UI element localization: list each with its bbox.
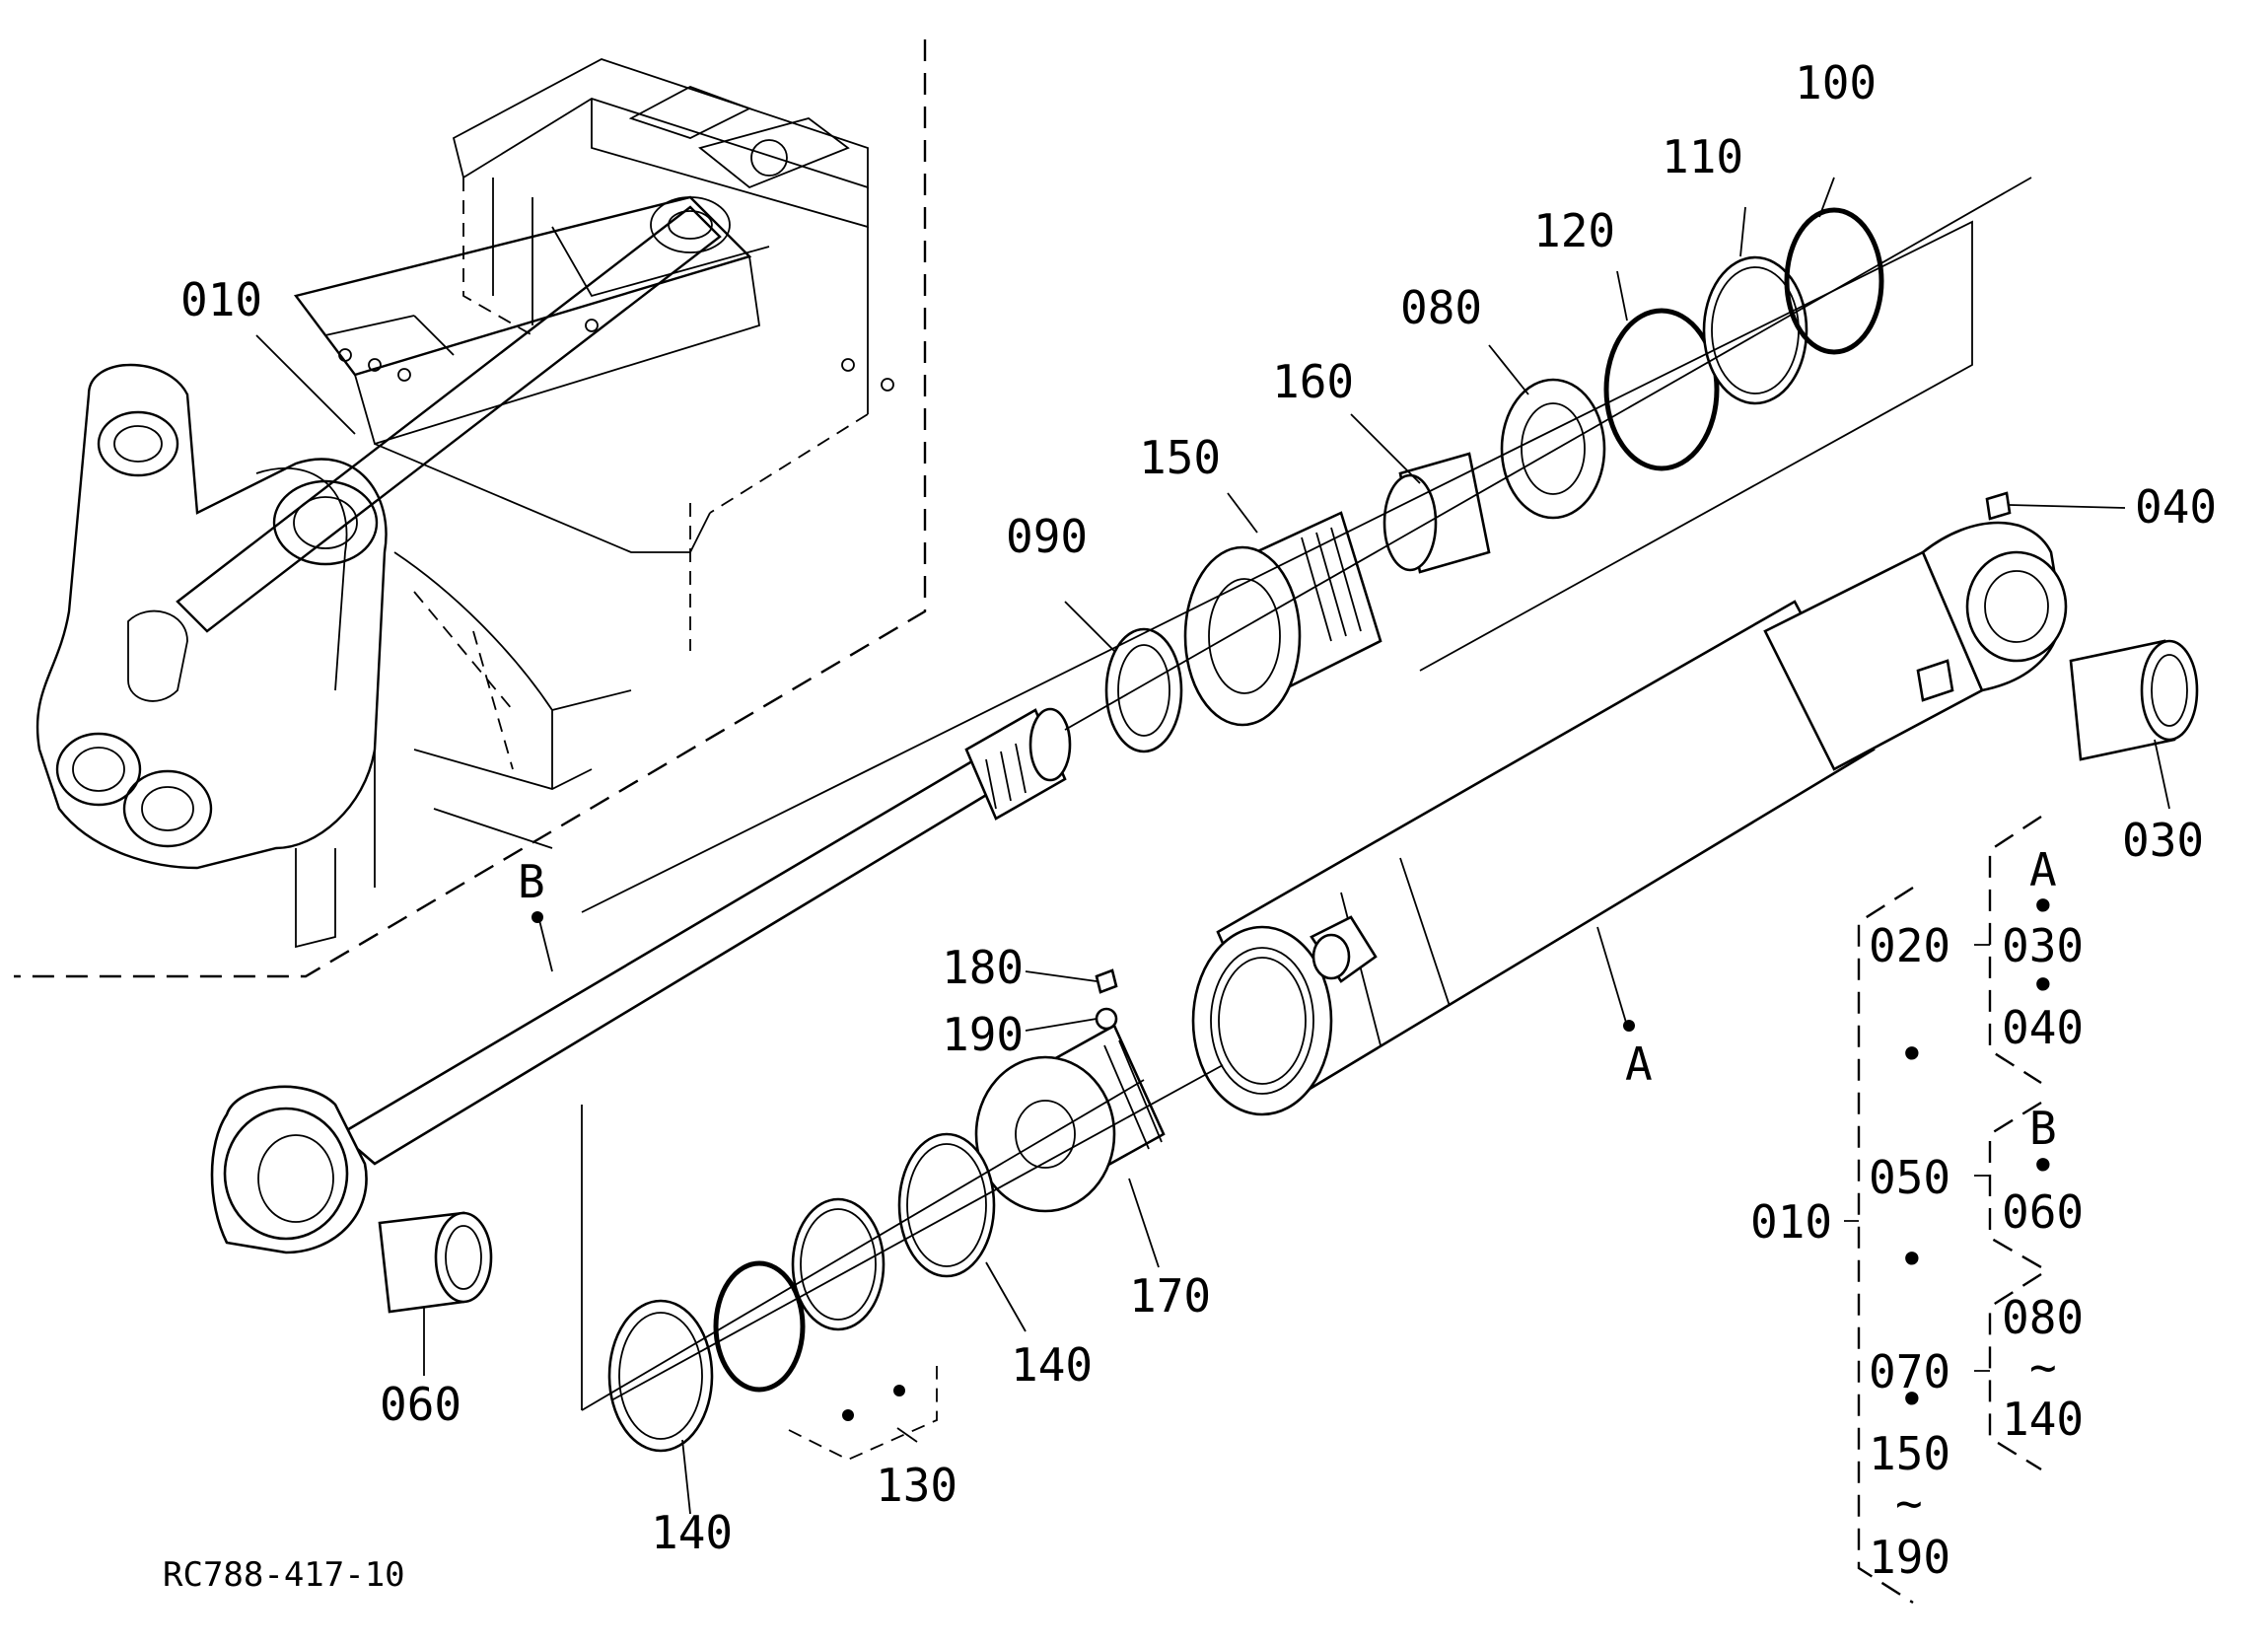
- bushing-030: [2069, 639, 2199, 761]
- backup-ring-130: [791, 1197, 886, 1331]
- callout-140-lower: 140: [651, 1506, 733, 1559]
- piston-170: [974, 1024, 1166, 1213]
- callout-100: 100: [1795, 56, 1877, 109]
- drawing-code: RC788-417-10: [163, 1555, 405, 1595]
- wear-ring-140-upper: [897, 1132, 996, 1278]
- callout-120: 120: [1533, 204, 1615, 257]
- set-screw-180: [1095, 968, 1118, 994]
- steel-ball-190: [1095, 1007, 1118, 1031]
- callout-labels: 010 040 030 060 080 090 100 110 120 150 …: [180, 56, 2217, 1559]
- grease-nipple-040: [1985, 491, 2012, 521]
- bushing-060: [378, 1211, 493, 1314]
- tree-B: B: [2029, 1102, 2057, 1155]
- callout-060: 060: [380, 1378, 461, 1431]
- tree-080: 080: [2002, 1291, 2084, 1344]
- tree-bullet-a2: •: [2029, 959, 2057, 1012]
- callout-170: 170: [1129, 1269, 1211, 1323]
- callout-190: 190: [942, 1008, 1024, 1061]
- swing-bracket: [35, 363, 388, 870]
- tree-140: 140: [2002, 1393, 2084, 1446]
- ref-label-B: B: [518, 855, 545, 908]
- callout-160: 160: [1272, 355, 1354, 408]
- callout-030: 030: [2122, 814, 2204, 867]
- o-ring-100: [1784, 207, 1884, 355]
- tree-B-060: 060: [2002, 1185, 2084, 1239]
- tree-020: 020: [1869, 919, 1950, 972]
- tree-tilde-2: ~: [2029, 1340, 2057, 1394]
- callout-110: 110: [1662, 130, 1743, 183]
- callout-090: 090: [1006, 510, 1088, 563]
- callout-180: 180: [942, 941, 1024, 994]
- wear-ring-140-lower: [607, 1299, 714, 1453]
- tree-190: 190: [1869, 1531, 1950, 1584]
- tree-root-010: 010: [1750, 1195, 1832, 1249]
- tree-tilde-1: ~: [1895, 1476, 1923, 1530]
- ref-label-A: A: [1625, 1038, 1653, 1091]
- assembly-tree: 010 020 • 050 • 070 • 150 ~ 190 A • 030 …: [1750, 815, 2084, 1605]
- callout-040: 040: [2135, 480, 2217, 534]
- bushing-160: [1382, 452, 1491, 574]
- cylinder-head-150: [1183, 511, 1382, 727]
- rod-seal-080: [1500, 378, 1606, 520]
- callout-080: 080: [1400, 281, 1482, 334]
- tree-A-030: 030: [2002, 919, 2084, 972]
- callout-150: 150: [1139, 431, 1221, 484]
- o-ring-130: [713, 1260, 806, 1393]
- cylinder-tube: [1191, 491, 2068, 1116]
- callout-130: 130: [876, 1459, 957, 1512]
- tree-A-040: 040: [2002, 1001, 2084, 1054]
- machine-frame-drawing: [14, 39, 927, 978]
- installed-cylinder: [176, 205, 722, 633]
- tree-bullet-a1: •: [2029, 880, 2057, 933]
- o-ring-120: [1603, 308, 1720, 471]
- frame-boundary-dashed: [14, 39, 927, 978]
- piston-rod: [210, 707, 1072, 1254]
- tree-070: 070: [1869, 1345, 1950, 1398]
- callout-010: 010: [180, 273, 262, 326]
- callout-140-upper: 140: [1011, 1338, 1093, 1392]
- tree-bullet-2: •: [1898, 1233, 1926, 1286]
- tree-bullet-1: •: [1898, 1028, 1926, 1081]
- tree-150: 150: [1869, 1427, 1950, 1480]
- tree-A: A: [2029, 843, 2057, 896]
- tree-050: 050: [1869, 1151, 1950, 1204]
- tree-bullet-b1: •: [2029, 1139, 2057, 1192]
- leader-lines: [255, 177, 2170, 1515]
- tree-bullet-3: •: [1898, 1373, 1926, 1426]
